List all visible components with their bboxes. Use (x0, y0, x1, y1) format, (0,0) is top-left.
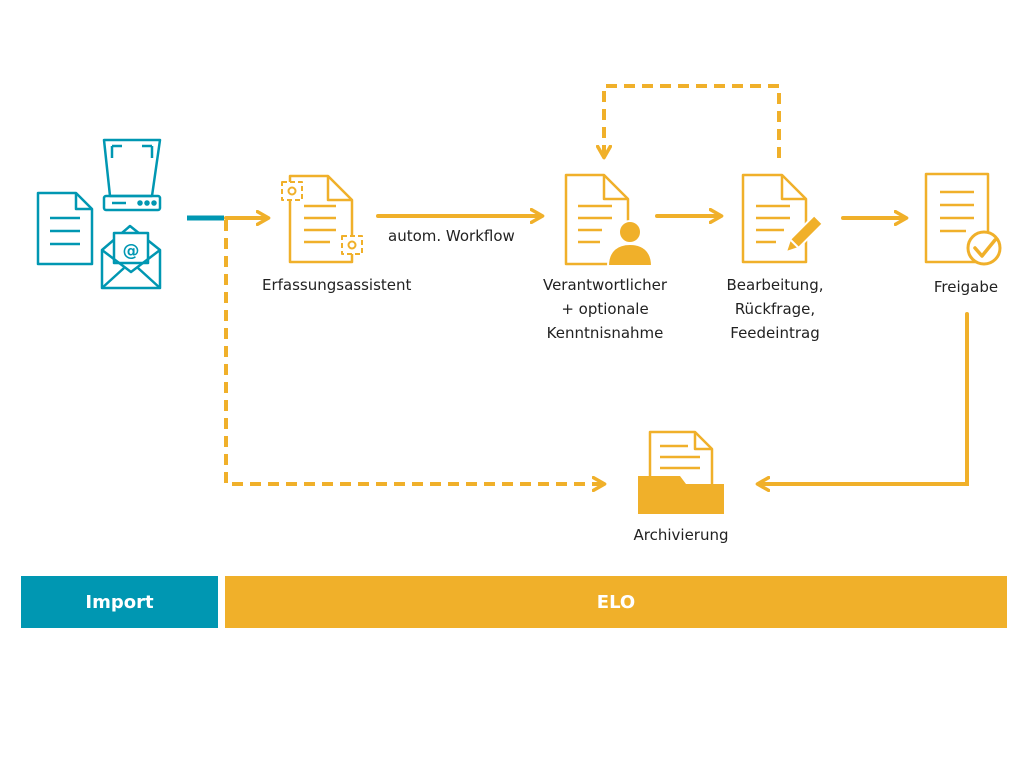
dashed-arrows (224, 84, 781, 484)
label-workflow: autom. Workflow (388, 227, 515, 245)
capture-document-icon (281, 174, 363, 264)
label-erfassungsassistent: Erfassungsassistent (262, 276, 412, 294)
band-import: Import (21, 576, 218, 628)
band-elo: ELO (225, 576, 1007, 628)
label-verantwortlicher-line2: + optionale (561, 300, 649, 318)
approved-document-icon (924, 172, 1002, 266)
label-archivierung: Archivierung (633, 526, 729, 544)
edit-document-icon (741, 173, 824, 264)
email-icon: @ (100, 224, 162, 290)
person-document-icon (564, 173, 653, 267)
label-bearbeitung-line3: Feedeintrag (730, 324, 820, 342)
svg-text:@: @ (123, 241, 140, 261)
document-icon (36, 191, 94, 266)
scanner-icon (102, 138, 162, 212)
label-bearbeitung: Bearbeitung, Rückfrage, Feedeintrag (705, 273, 845, 345)
label-verantwortlicher-line3: Kenntnisnahme (546, 324, 664, 342)
label-bearbeitung-line2: Rückfrage, (734, 300, 816, 318)
label-verantwortlicher: Verantwortlicher + optionale Kenntnisnah… (525, 273, 685, 345)
arrows (224, 216, 969, 484)
label-bearbeitung-line1: Bearbeitung, (726, 276, 824, 294)
archive-folder-icon (638, 430, 724, 514)
label-freigabe: Freigabe (933, 278, 999, 296)
label-verantwortlicher-line1: Verantwortlicher (542, 276, 668, 294)
